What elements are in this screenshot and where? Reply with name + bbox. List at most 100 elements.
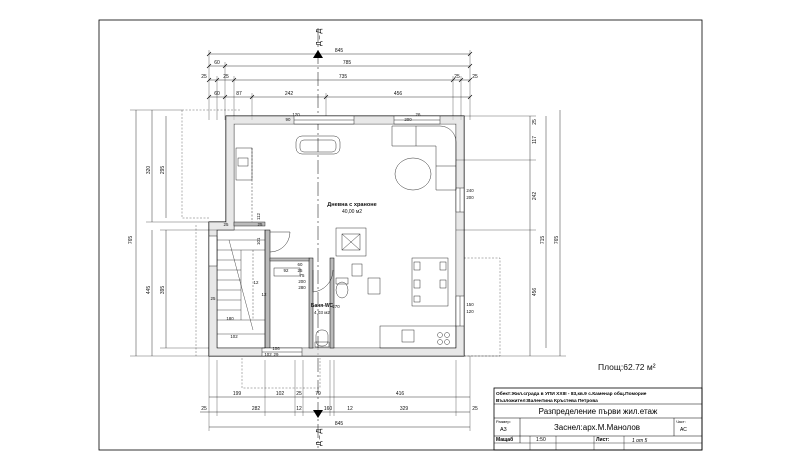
windows: [208, 115, 465, 357]
left-dimension-lines: [130, 109, 217, 357]
sheet-title: Разпределение първи жил.етаж: [539, 407, 658, 416]
dim-bottom-r1-3: 79: [315, 391, 321, 397]
dim-right-inner-1: 117: [532, 136, 538, 144]
bottom-dimension-lines: [200, 356, 471, 431]
staircase: [216, 229, 266, 349]
format-value: А3: [500, 427, 507, 433]
right-dimension-lines: [456, 110, 566, 357]
dim-misc-12: 90: [286, 117, 291, 122]
part-value: АС: [680, 427, 687, 433]
sheet-label: Лист:: [596, 437, 610, 443]
room-bath-name: Баня-WC: [311, 303, 334, 309]
title-block-text: Обект:Жил.сграда в УПИ XXIII - 83,кв.9 с…: [496, 390, 687, 444]
bottom-dimension-text: 199 102 25 79 416 25 282 12 160 12 329 2…: [201, 391, 478, 427]
dim-bottom-r1-0: 199: [233, 391, 242, 397]
dim-misc-7: 25: [298, 268, 303, 273]
dim-right-inner-0: 25: [532, 119, 538, 125]
top-dimension-text: 845 60 785 25 25 735 25 25 60 87 242 456: [201, 48, 478, 97]
dim-misc-3: 102: [230, 334, 238, 339]
dim-misc-18: 240: [466, 188, 474, 193]
dim-misc-9: 200: [298, 279, 306, 284]
dim-top-r3-2: 735: [339, 74, 348, 80]
dim-right-inner-2: 242: [532, 192, 538, 201]
dim-misc-17: 102: [264, 352, 272, 357]
dim-bottom-r2-0: 25: [201, 406, 207, 412]
left-dimension-text: 765 320 295 445 395: [128, 166, 166, 295]
format-label: Размер:: [496, 419, 511, 424]
doors: [269, 231, 334, 293]
dim-misc-24: 12: [262, 292, 267, 297]
dim-top-r2-1: 785: [343, 60, 352, 66]
dim-right-inner-3: 456: [532, 288, 538, 297]
dim-misc-13: 120: [292, 112, 300, 117]
total-area-label: Площ:62.72 м²: [598, 362, 656, 372]
dim-left-outer: 765: [128, 236, 134, 245]
dim-top-r3-3: 25: [454, 74, 460, 80]
dim-misc-11: 280: [298, 285, 306, 290]
dim-misc-16: 106: [272, 346, 280, 351]
dim-misc-8: 60: [298, 262, 303, 267]
interior-dimension-labels: 25 25 25 102 112 101 92 25 60 200 75 280…: [211, 112, 475, 357]
top-dimension-lines: [206, 50, 473, 120]
scale-label: Мащаб: [496, 436, 513, 443]
dim-top-r4-1: 87: [236, 91, 242, 97]
dim-misc-1: 25: [224, 222, 229, 227]
dim-misc-0: 25: [258, 222, 263, 227]
sheet-value: 1 от 5: [632, 438, 648, 444]
dim-bottom-r2-2: 12: [296, 406, 302, 412]
dim-top-r3-0: 25: [201, 74, 207, 80]
dim-misc-4: 112: [256, 212, 261, 220]
dim-misc-20: 150: [466, 302, 474, 307]
dim-misc-23: 12: [254, 280, 259, 285]
dim-top-r3-1: 25: [223, 74, 229, 80]
title-client-line: Възложител:Валентина Кръстева Петрова: [496, 398, 598, 404]
drawn-by: Заснел:арх.М.Манолов: [554, 423, 640, 432]
section-mark-top: Д – Д: [316, 28, 323, 46]
room-labels: Дневна с храноне 40,00 м2 Баня-WC 4,03 м…: [311, 202, 377, 315]
room-living-name: Дневна с храноне: [327, 202, 377, 208]
dim-misc-14: 200: [404, 117, 412, 122]
furniture: [235, 125, 457, 349]
dim-misc-21: 120: [466, 309, 474, 314]
dim-top-r4-2: 242: [285, 91, 294, 97]
dim-misc-2: 25: [211, 296, 216, 301]
section-mark-bottom: Д – Д: [316, 428, 323, 446]
dim-bottom-r2-3: 160: [324, 406, 333, 412]
scale-value: 1:50: [536, 437, 546, 443]
dim-bottom-r2-6: 25: [472, 406, 478, 412]
dim-top-overall: 845: [335, 48, 344, 54]
dim-misc-19: 200: [466, 195, 474, 200]
dim-left-lower-1: 395: [160, 286, 166, 295]
title-block: [493, 387, 703, 451]
part-label: Част:: [676, 419, 686, 424]
dim-misc-10: 75: [300, 273, 305, 278]
dim-left-upper-0: 320: [146, 166, 152, 175]
title-object-line: Обект:Жил.сграда в УПИ XXIII - 83,кв.9 с…: [496, 390, 647, 397]
dim-top-r2-0: 60: [214, 60, 220, 66]
dim-misc-26: 29: [274, 352, 279, 357]
dim-misc-15: 26: [416, 112, 421, 117]
dim-misc-6: 92: [284, 268, 289, 273]
dim-bottom-r1-4: 416: [396, 391, 405, 397]
dim-top-r4-0: 60: [214, 91, 220, 97]
dim-right-outer-1: 765: [554, 236, 560, 245]
dim-bottom-r2-1: 282: [252, 406, 261, 412]
dim-bottom-r2-4: 12: [347, 406, 353, 412]
dim-bottom-r1-2: 25: [296, 391, 302, 397]
right-dimension-text: 25 117 242 456 715 765: [532, 119, 560, 296]
dim-bottom-r2-5: 329: [400, 406, 409, 412]
dim-misc-5: 101: [256, 237, 261, 245]
sheet-border: [98, 19, 703, 451]
dim-bottom-r1-1: 102: [276, 391, 285, 397]
dim-left-lower-0: 445: [146, 286, 152, 295]
room-living-area: 40,00 м2: [342, 209, 362, 215]
dim-top-r3-4: 25: [472, 74, 478, 80]
room-bath-area: 4,03 м2: [314, 310, 330, 315]
dim-left-upper-1: 295: [160, 166, 166, 175]
dim-bottom-overall: 845: [335, 421, 344, 427]
dim-misc-22: 270: [332, 304, 340, 309]
dim-misc-25: 180: [226, 316, 234, 321]
dim-right-outer-0: 715: [540, 236, 546, 245]
dim-top-r4-3: 456: [394, 91, 403, 97]
